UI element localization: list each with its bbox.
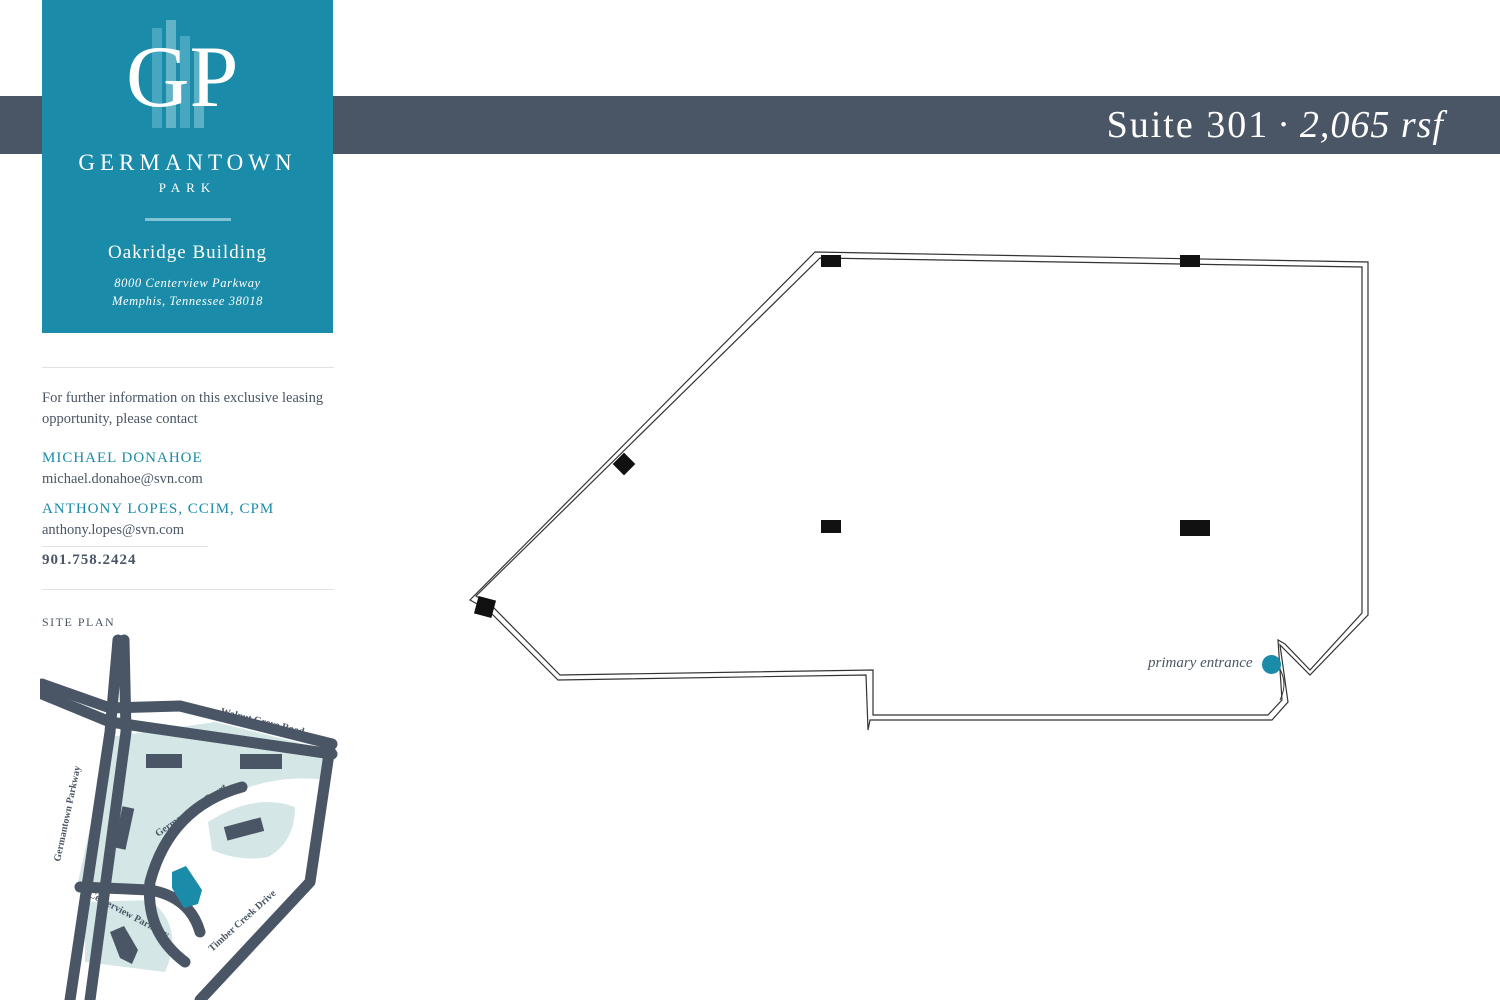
suite-area: 2,065 rsf	[1299, 104, 1444, 146]
brand-divider	[145, 218, 231, 221]
building-1	[146, 754, 182, 768]
column	[1180, 520, 1210, 536]
site-plan-label: SITE PLAN	[42, 615, 116, 629]
building-name: Oakridge Building	[108, 242, 267, 263]
column	[473, 595, 497, 619]
contact-email-1[interactable]: michael.donahoe@svn.com	[42, 471, 203, 487]
gp-logo-icon: GP	[126, 20, 239, 128]
column	[821, 520, 841, 533]
centerview-parkway-road	[74, 881, 206, 938]
address-line-1: 8000 Centerview Parkway	[114, 276, 261, 290]
divider	[42, 367, 334, 368]
title-separator: ·	[1277, 104, 1292, 146]
floor-plan	[469, 251, 1369, 731]
column	[821, 255, 841, 267]
contact-phone[interactable]: 901.758.2424	[42, 552, 137, 568]
logo-letters: GP	[126, 29, 239, 126]
column	[612, 452, 636, 476]
brand-panel: GP GERMANTOWN PARK Oakridge Building 800…	[42, 0, 333, 333]
suite-outline-inner	[475, 257, 1363, 716]
germantown-parkway-road	[64, 634, 124, 1000]
brand-subtitle: PARK	[158, 180, 217, 195]
contact-name-2: ANTHONY LOPES, CCIM, CPM	[42, 501, 275, 517]
suite-outline-outer	[469, 251, 1369, 731]
building-2	[240, 754, 282, 769]
entrance-label: primary entrance	[1148, 655, 1253, 671]
germantown-parkway-road-2	[84, 634, 132, 1000]
walnut-grove-road-2	[40, 688, 338, 760]
contact-email-2[interactable]: anthony.lopes@svn.com	[42, 522, 185, 538]
building-3	[113, 806, 135, 850]
contact-intro: For further information on this exclusiv…	[42, 390, 324, 427]
address-line-2: Memphis, Tennessee 38018	[111, 294, 264, 308]
column	[1180, 255, 1200, 267]
suite-number: Suite 301	[1106, 104, 1270, 146]
east-boundary-road	[194, 741, 336, 1000]
contact-name-1: MICHAEL DONAHOE	[42, 450, 203, 466]
suite-title: Suite 301·2,065 rsf	[1107, 100, 1444, 150]
divider	[42, 589, 334, 590]
oakridge-building-highlight	[172, 866, 202, 908]
germantown-court-road	[143, 781, 248, 968]
entrance-marker-icon	[1262, 655, 1281, 674]
building-4	[223, 817, 265, 841]
germantown-parkway-label: Germantown Parkway	[52, 765, 83, 863]
site-plan-map: Walnut Grove Road Germantown Parkway Ger…	[40, 634, 338, 1000]
building-6	[110, 926, 138, 964]
brand-name: GERMANTOWN	[78, 150, 297, 175]
divider	[42, 546, 208, 547]
walnut-grove-road	[40, 678, 338, 750]
